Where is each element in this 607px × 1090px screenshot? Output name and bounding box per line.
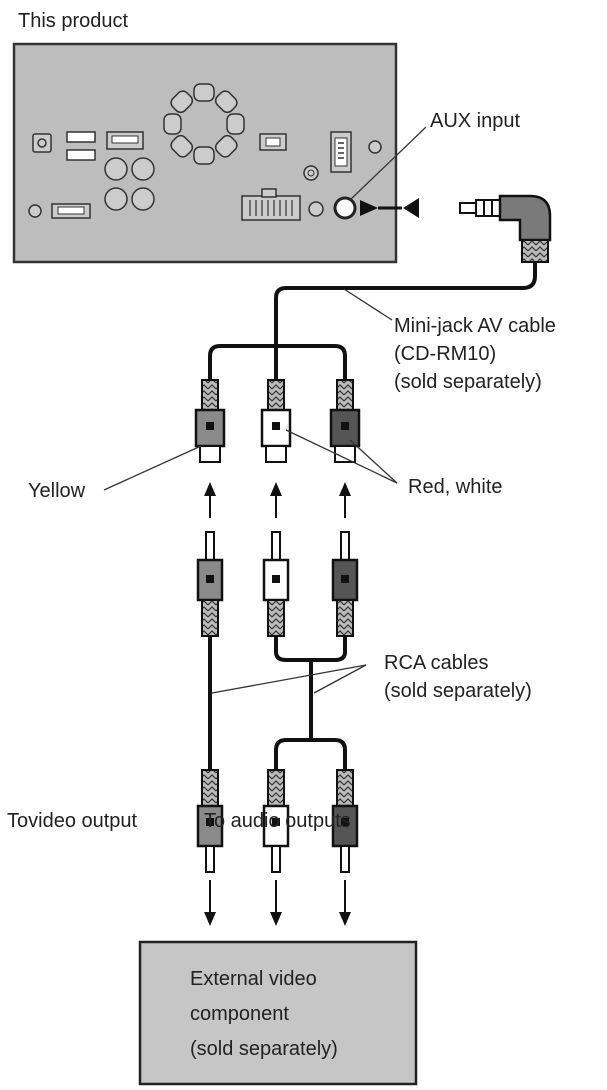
usb-port-icon bbox=[66, 131, 96, 143]
port-square-icon bbox=[32, 133, 52, 153]
usb-port-icon bbox=[66, 149, 96, 161]
white-male-plug bbox=[262, 531, 290, 637]
external-component-label-3: (sold separately) bbox=[190, 1038, 338, 1060]
yellow-lower-plug bbox=[196, 769, 224, 873]
rca-cables-label-2: (sold separately) bbox=[384, 680, 532, 702]
rca-jack-icon bbox=[104, 157, 128, 181]
middle-rca-plugs bbox=[196, 531, 359, 637]
red-white-leader-2 bbox=[349, 439, 398, 484]
minijack-cable-label-3: (sold separately) bbox=[394, 371, 542, 393]
upper-rca-connectors bbox=[194, 379, 361, 463]
fan-vent-icon bbox=[163, 83, 245, 165]
rca-cables-label-1: RCA cables bbox=[384, 652, 489, 674]
yellow-leader bbox=[103, 445, 202, 491]
to-video-output-label: Tovideo output bbox=[7, 810, 138, 832]
aux-input-jack-icon bbox=[333, 196, 357, 220]
rca-jack-icon bbox=[131, 187, 155, 211]
yellow-female-connector bbox=[194, 379, 226, 463]
connect-arrows-down bbox=[204, 880, 351, 926]
connect-arrows-up bbox=[204, 482, 351, 518]
wiring-connector-icon bbox=[241, 188, 301, 221]
red-female-connector bbox=[329, 379, 361, 463]
rca-jack-icon bbox=[104, 187, 128, 211]
small-hole-icon bbox=[303, 165, 319, 181]
minijack-cable bbox=[274, 262, 537, 380]
jack-arrow-icon bbox=[360, 200, 378, 216]
white-female-connector bbox=[260, 379, 292, 463]
red-white-leader-1 bbox=[285, 429, 398, 484]
minijack-cable-leader bbox=[343, 288, 393, 321]
minijack-plug bbox=[386, 194, 552, 263]
this-product-label: This product bbox=[18, 10, 129, 32]
to-audio-outputs-label: To audio outputs bbox=[204, 810, 351, 832]
red-male-plug bbox=[331, 531, 359, 637]
aux-leader-line bbox=[349, 126, 427, 201]
red-lower-plug bbox=[331, 769, 359, 873]
rca-jack-icon bbox=[131, 157, 155, 181]
white-lower-plug bbox=[262, 769, 290, 873]
head-unit bbox=[12, 42, 400, 264]
small-hole-icon bbox=[28, 204, 42, 218]
cable-split bbox=[208, 344, 347, 380]
aux-input-label: AUX input bbox=[430, 110, 521, 132]
small-hole-icon bbox=[308, 201, 324, 217]
external-component-label-1: External video bbox=[190, 968, 317, 990]
rca-leader-1 bbox=[211, 664, 367, 694]
lower-rca-plugs bbox=[196, 769, 359, 873]
yellow-male-plug bbox=[196, 531, 224, 637]
extension-connector-icon bbox=[330, 131, 352, 173]
external-component-label-2: component bbox=[190, 1003, 289, 1025]
yellow-label: Yellow bbox=[28, 480, 86, 502]
minijack-cable-label-2: (CD-RM10) bbox=[394, 343, 497, 365]
audio-rca-cable bbox=[274, 636, 347, 662]
red-white-label: Red, white bbox=[408, 476, 503, 498]
minijack-cable-label-1: Mini-jack AV cable bbox=[394, 315, 556, 337]
small-hole-icon bbox=[368, 140, 382, 154]
external-component-box bbox=[138, 940, 418, 1086]
rca-leader-2 bbox=[313, 664, 367, 694]
